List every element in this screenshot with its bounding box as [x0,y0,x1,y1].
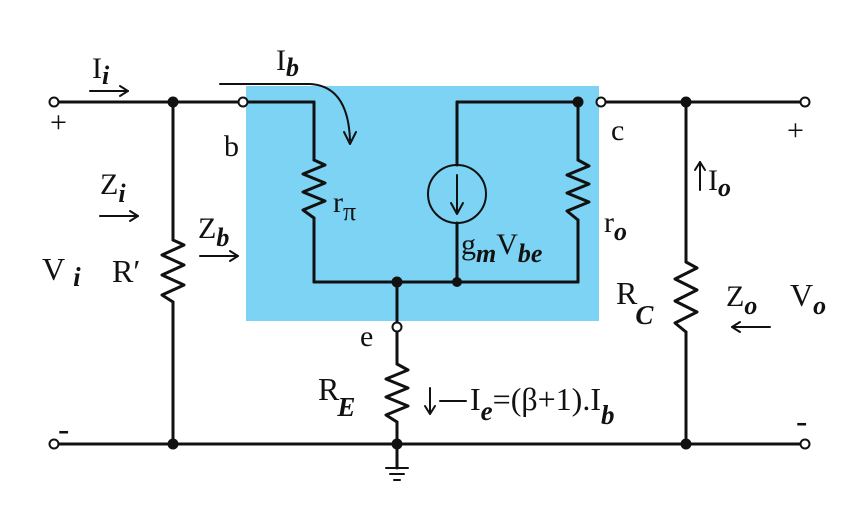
label-re: RE [318,371,355,422]
ground-icon [385,467,409,481]
resistor-r-c [673,260,699,334]
label-node-c: c [611,114,624,147]
wires [56,100,804,470]
arrow-right-ii-icon [89,85,129,97]
resistor-r-e [384,362,410,424]
label-zo: Zo [726,280,757,320]
hybrid-pi-model-box [246,86,599,321]
arrow-down-ie-icon [424,387,467,415]
arrow-left-zo-icon [731,321,771,333]
resistor-r-pi [301,158,327,220]
label-zb: Zb [198,212,229,252]
label-minus-out: - [796,403,807,440]
label-gm-vbe: gmVbe [461,228,542,268]
label-r-pi: rπ [333,186,356,226]
terminals [48,96,811,450]
resistor-r-o [565,158,591,222]
arrow-right-zi-icon [99,210,139,222]
arrow-up-io-icon [694,161,706,191]
label-minus-in: - [58,411,69,448]
arrow-curved-ib-icon [219,83,357,145]
label-r-o: ro [604,206,627,246]
label-plus-out: + [787,114,804,147]
resistor-r-prime [160,238,186,304]
junction-dots [167,96,692,450]
label-node-e: e [360,320,373,353]
label-zi: Zi [100,168,126,208]
label-io: Io [708,164,731,202]
arrow-icons [89,83,771,415]
label-vo: Vo [790,277,826,320]
label-ib: Ib [276,44,299,82]
label-plus-in: + [50,106,67,139]
label-ie-equation: Ie=(β+1).Ib [470,381,614,430]
label-ii: Ii [92,52,110,90]
label-node-b: b [224,130,239,163]
arrow-right-zb-icon [199,250,239,262]
label-r-prime: R′ [112,253,140,289]
current-source-gm-vbe [427,164,487,224]
